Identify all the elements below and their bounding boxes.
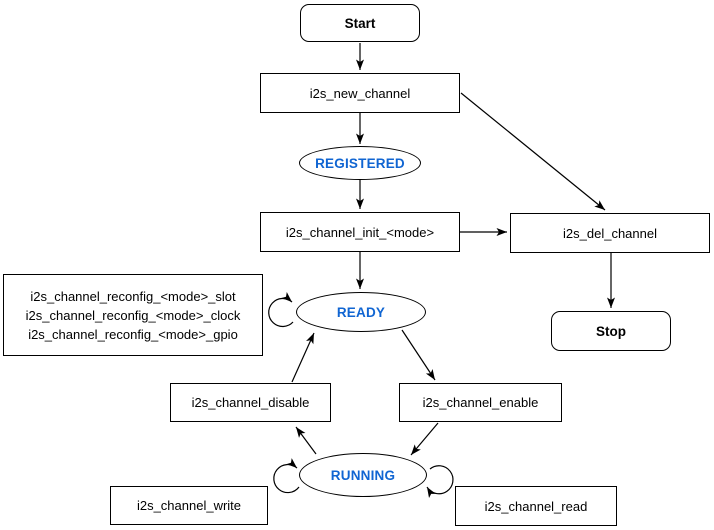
- edge-running-to-disable: [295, 426, 317, 455]
- node-i2s-channel-reconfig: i2s_channel_reconfig_<mode>_slot i2s_cha…: [3, 274, 263, 356]
- edge-new-channel-to-del-channel: [460, 92, 606, 211]
- node-start: Start: [300, 4, 420, 42]
- node-i2s-channel-write: i2s_channel_write: [110, 486, 268, 525]
- node-i2s-channel-disable: i2s_channel_disable: [170, 383, 331, 422]
- edge-ready-to-enable: [401, 329, 436, 381]
- reconfig-line-clock: i2s_channel_reconfig_<mode>_clock: [25, 307, 241, 323]
- state-running: RUNNING: [299, 453, 427, 497]
- edge-enable-to-running: [410, 422, 439, 456]
- node-stop: Stop: [551, 311, 671, 351]
- edge-disable-to-ready: [291, 332, 315, 383]
- node-i2s-new-channel: i2s_new_channel: [260, 73, 460, 113]
- node-i2s-channel-init: i2s_channel_init_<mode>: [260, 212, 460, 252]
- node-i2s-channel-enable: i2s_channel_enable: [399, 383, 562, 422]
- edge-running-self-loop-right: [426, 465, 454, 499]
- reconfig-line-slot: i2s_channel_reconfig_<mode>_slot: [30, 288, 236, 304]
- state-registered: REGISTERED: [299, 146, 421, 180]
- reconfig-line-gpio: i2s_channel_reconfig_<mode>_gpio: [28, 326, 238, 342]
- edge-running-self-loop-left: [273, 458, 300, 494]
- edge-ready-self-loop: [268, 292, 294, 328]
- node-i2s-del-channel: i2s_del_channel: [510, 213, 710, 253]
- state-ready: READY: [296, 292, 426, 332]
- node-i2s-channel-read: i2s_channel_read: [455, 486, 617, 526]
